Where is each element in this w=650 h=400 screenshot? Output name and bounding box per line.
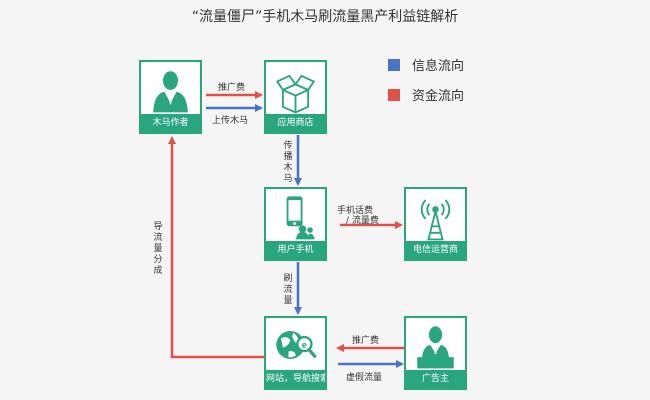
node-trojan-author-label: 木马作者 xyxy=(141,114,200,132)
label-phone-fee-1: 手机话费 xyxy=(337,206,374,216)
node-telecom: 电信运营商 xyxy=(404,187,467,261)
node-user-phone: 用户手机 xyxy=(264,187,327,261)
label-fake-traffic: 虚假流量 xyxy=(346,373,383,383)
legend-info-label: 信息流向 xyxy=(412,59,465,74)
legend-money-swatch xyxy=(388,89,400,101)
arrow-traffic-share xyxy=(168,136,264,359)
label-upload-trojan: 上传木马 xyxy=(212,116,249,126)
node-advertiser: 广告主 xyxy=(404,316,467,390)
legend-money: 资金流向 xyxy=(388,85,464,104)
cell-tower-icon xyxy=(420,199,451,241)
node-app-store-label: 应用商店 xyxy=(266,114,325,132)
person-icon xyxy=(153,71,188,113)
svg-text:e: e xyxy=(302,340,307,350)
node-website: e 网站，导航搜索 xyxy=(264,316,327,390)
node-trojan-author: 木马作者 xyxy=(139,60,202,134)
legend-info: 信息流向 xyxy=(388,55,464,74)
node-advertiser-label: 广告主 xyxy=(406,370,465,388)
smartphone-icon xyxy=(286,196,315,240)
presenter-icon xyxy=(417,326,454,369)
node-user-phone-label: 用户手机 xyxy=(266,241,325,259)
node-app-store: 应用商店 xyxy=(264,60,327,134)
page-title: “流量僵尸”手机木马刷流量黑产利益链解析 xyxy=(191,9,459,25)
label-phone-fee-2: / 流量费 xyxy=(346,216,379,226)
label-brush-traffic: 刷流量 xyxy=(283,274,293,306)
legend-money-label: 资金流向 xyxy=(412,89,465,104)
node-telecom-label: 电信运营商 xyxy=(406,241,465,259)
label-traffic-share: 导流量分成 xyxy=(153,222,163,276)
label-promo-fee-top: 推广费 xyxy=(218,83,246,93)
globe-search-icon: e xyxy=(276,330,317,360)
box-icon xyxy=(275,74,316,114)
label-promo-fee-bottom: 推广费 xyxy=(352,336,380,346)
node-website-label: 网站，导航搜索 xyxy=(266,370,325,388)
legend-info-swatch xyxy=(388,59,400,71)
label-spread-trojan: 传播木马 xyxy=(283,141,293,184)
